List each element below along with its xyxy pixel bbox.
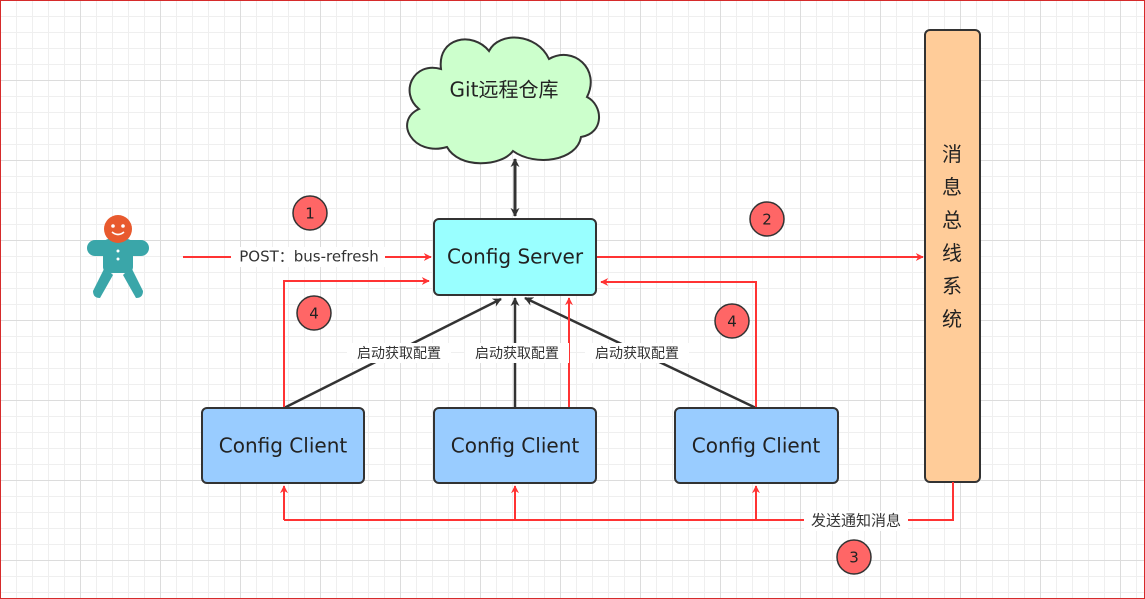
notify-label: 发送通知消息 [811,512,901,530]
fetch-label-bg-3 [585,343,689,363]
fetch-label-middle: 启动获取配置 [475,346,559,362]
git-cloud: Git远程仓库 [406,36,600,165]
step-badge-1: 1 [292,195,328,231]
config-client-2: Config Client [433,407,597,484]
step-badge-3-text: 3 [849,549,859,567]
step-badge-2-text: 2 [762,211,772,229]
config-client-3: Config Client [674,407,839,484]
notify-label-bg [804,511,908,531]
bus-label: 消息总线系统 [942,142,962,331]
refresh-arrow-right [600,278,757,408]
cloud-label: Git远程仓库 [450,78,559,102]
fetch-label-left: 启动获取配置 [357,346,441,362]
step-badge-4-right: 4 [714,303,750,339]
server-label: Config Server [447,245,584,269]
post-label-bg [231,247,385,267]
client-2-label: Config Client [451,434,580,458]
cloud-shape [406,36,600,165]
post-label: POST：bus-refresh [239,248,379,266]
step-badge-3: 3 [836,539,872,575]
client-1-label: Config Client [219,434,348,458]
fetch-label-bg-1 [347,343,451,363]
client-3-label: Config Client [692,434,821,458]
message-bus: 消息总线系统 [924,29,981,483]
step-badge-4-left-text: 4 [309,305,319,323]
fetch-label-bg-2 [465,343,569,363]
notify-line [284,482,954,521]
step-badge-4-right-text: 4 [727,313,737,331]
gingerbread-user-icon [87,215,149,298]
step-badge-1-text: 1 [305,205,315,223]
fetch-label-right: 启动获取配置 [595,346,679,362]
config-server: Config Server [433,218,597,296]
step-badge-2: 2 [749,201,785,237]
refresh-arrow-left [283,277,430,408]
config-client-1: Config Client [201,407,365,484]
step-badge-4-left: 4 [296,295,332,331]
